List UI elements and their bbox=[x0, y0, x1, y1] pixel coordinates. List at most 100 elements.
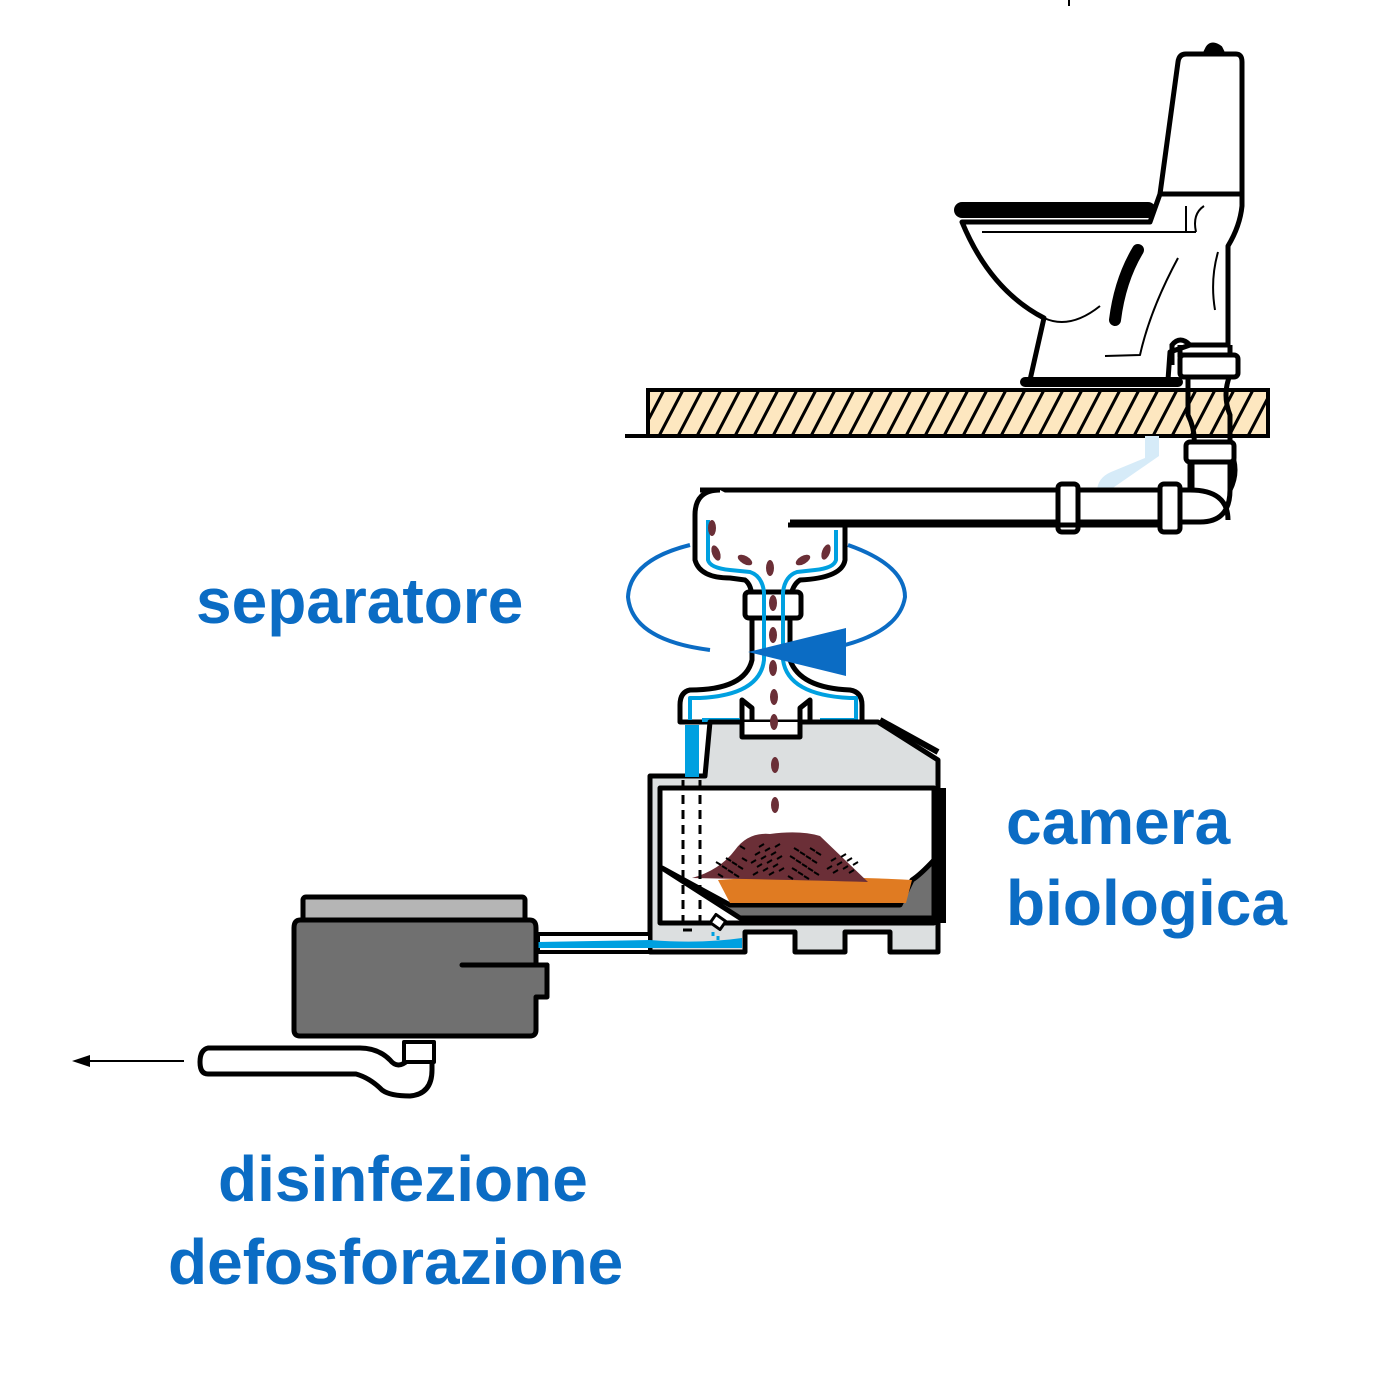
chamber-label-line2: biologica bbox=[1006, 867, 1287, 939]
compost-mark bbox=[809, 847, 816, 852]
hatch-line bbox=[847, 390, 875, 436]
waste-particle bbox=[769, 595, 777, 611]
compost-mark bbox=[805, 855, 812, 860]
waste-particle bbox=[769, 660, 777, 676]
waste-particle bbox=[769, 627, 777, 643]
compost-mark bbox=[741, 857, 748, 862]
hatch-line bbox=[733, 390, 761, 436]
compost-mark bbox=[848, 869, 855, 874]
compost-mark bbox=[832, 869, 839, 874]
treatment-label-line1: disinfezione bbox=[218, 1143, 588, 1215]
hatch-line bbox=[771, 390, 799, 436]
compost-mark bbox=[815, 851, 822, 856]
toilet-icon bbox=[954, 42, 1245, 387]
compost-mark bbox=[764, 847, 771, 852]
hatch-line bbox=[1208, 390, 1236, 436]
compost-mark bbox=[733, 873, 740, 878]
hatch-line bbox=[1170, 390, 1198, 436]
compost-mark bbox=[801, 863, 808, 868]
compost-texture bbox=[715, 843, 859, 880]
hatch-line bbox=[1075, 390, 1103, 436]
hatch-line bbox=[1227, 390, 1255, 436]
waste-particle bbox=[711, 545, 721, 561]
hatch-line bbox=[866, 390, 894, 436]
compost-mark bbox=[762, 867, 769, 872]
flow-arrow bbox=[748, 628, 846, 676]
hatch-line bbox=[657, 390, 685, 436]
compost-mark bbox=[795, 859, 802, 864]
drain-pipe bbox=[700, 337, 1241, 535]
hatch-line bbox=[1151, 390, 1179, 436]
compost-mark bbox=[797, 871, 804, 876]
hatch-line bbox=[904, 390, 932, 436]
compost-mark bbox=[717, 873, 724, 878]
compost-mark bbox=[758, 843, 765, 848]
compost-mark bbox=[772, 863, 779, 868]
compost-mark bbox=[725, 857, 732, 862]
treatment-tank bbox=[197, 894, 550, 1099]
hatch-line bbox=[1094, 390, 1122, 436]
hatch-line bbox=[980, 390, 1008, 436]
compost-mark bbox=[826, 865, 833, 870]
compost-mark bbox=[754, 851, 761, 856]
waste-particle bbox=[770, 689, 778, 705]
waste-particle bbox=[771, 797, 779, 813]
hatch-line bbox=[695, 390, 723, 436]
hatch-line bbox=[1056, 390, 1084, 436]
hatch-line bbox=[1286, 390, 1310, 436]
compost-mark bbox=[799, 851, 806, 856]
compost-mark bbox=[774, 843, 781, 848]
separator-label: separatore bbox=[196, 565, 524, 637]
treatment-label-line2: defosforazione bbox=[168, 1226, 624, 1298]
compost-mark bbox=[793, 847, 800, 852]
compost-mark bbox=[787, 875, 794, 880]
hatch-line bbox=[714, 390, 742, 436]
hatch-line bbox=[648, 390, 666, 424]
compost-mark bbox=[756, 863, 763, 868]
hatch-line bbox=[1018, 390, 1046, 436]
waste-particles bbox=[708, 520, 831, 813]
compost-mark bbox=[778, 867, 785, 872]
compost-mark bbox=[813, 871, 820, 876]
compost-mark bbox=[731, 861, 738, 866]
compost-mark bbox=[836, 861, 843, 866]
compost-mark bbox=[727, 869, 734, 874]
hatch-line bbox=[1246, 394, 1268, 436]
waste-particle bbox=[795, 554, 811, 566]
waste-particle bbox=[771, 757, 779, 773]
hatch-line bbox=[1037, 390, 1065, 436]
hatch-line bbox=[809, 390, 837, 436]
hatch-line bbox=[961, 390, 989, 436]
hatch-line bbox=[1132, 390, 1160, 436]
biological-chamber bbox=[647, 717, 946, 955]
hatch-line bbox=[923, 390, 951, 436]
compost-mark bbox=[721, 865, 728, 870]
hatch-line bbox=[885, 390, 913, 436]
hatch-line bbox=[1113, 390, 1141, 436]
waste-particle bbox=[770, 714, 778, 730]
compost-mark bbox=[737, 865, 744, 870]
compost-mark bbox=[766, 859, 773, 864]
compost-mark bbox=[750, 859, 757, 864]
hatch-line bbox=[676, 390, 704, 436]
compost-mark bbox=[830, 857, 837, 862]
compost-mark bbox=[760, 855, 767, 860]
compost-mark bbox=[776, 855, 783, 860]
hatch-line bbox=[999, 390, 1027, 436]
waste-particle bbox=[766, 560, 774, 576]
rotation-arrow-icon bbox=[625, 543, 908, 652]
hatch-line bbox=[942, 390, 970, 436]
separator bbox=[677, 487, 865, 740]
compost-mark bbox=[715, 861, 722, 866]
compost-mark bbox=[752, 871, 759, 876]
waste-particle bbox=[708, 520, 716, 536]
compost-mark bbox=[768, 871, 775, 876]
outflow-arrow-icon bbox=[72, 1055, 184, 1067]
compost-mark bbox=[789, 855, 796, 860]
hatch-line bbox=[752, 390, 780, 436]
compost-mark bbox=[840, 853, 847, 858]
compost-mark bbox=[791, 867, 798, 872]
compost-mark bbox=[803, 875, 810, 880]
compost-mark bbox=[846, 857, 853, 862]
